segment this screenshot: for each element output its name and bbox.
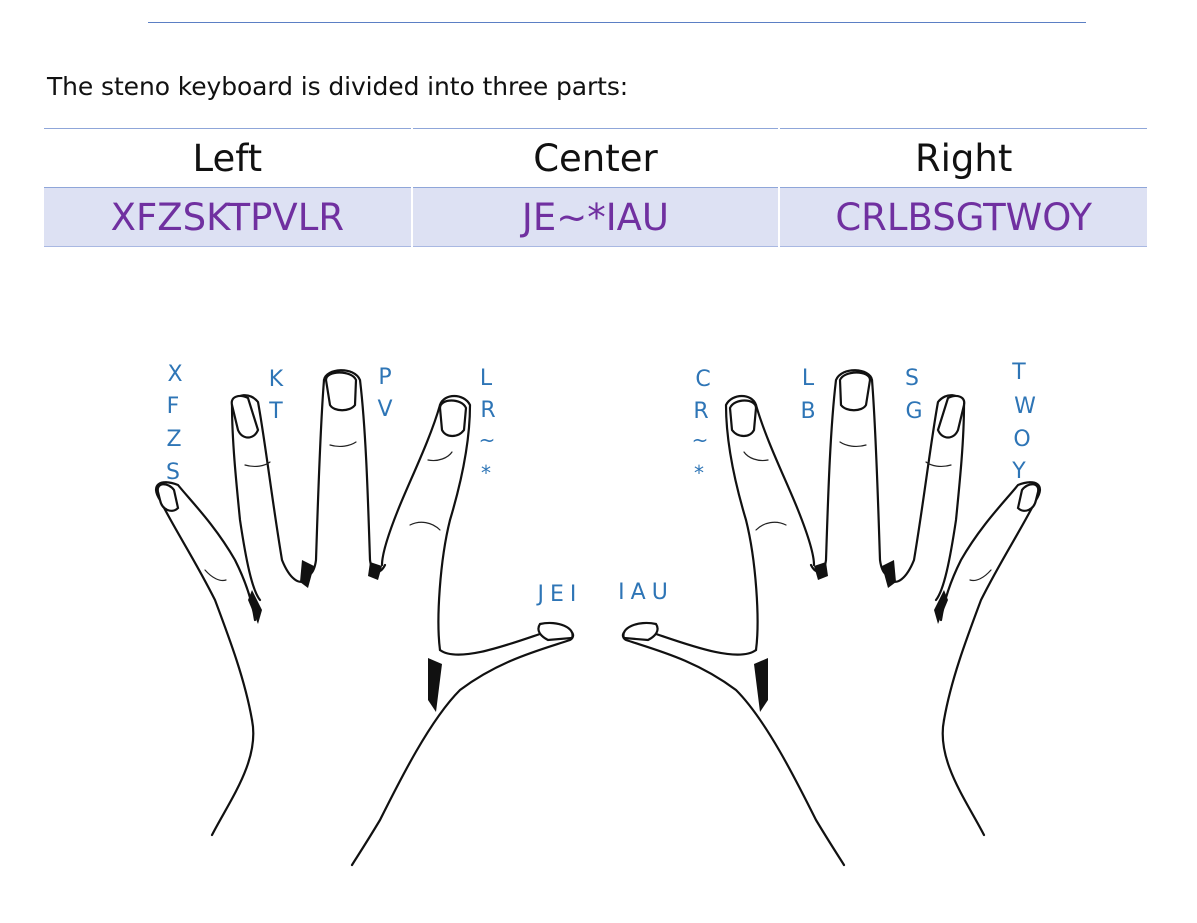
table-keys-row: XFZSKTPVLR JE~*IAU CRLBSGTWOY (44, 187, 1147, 247)
right-middle-letters: L B (800, 366, 815, 424)
left-index-letters: L R ~ * (479, 366, 496, 485)
top-divider (148, 22, 1086, 23)
right-pinky-letters: T W O Y (1011, 360, 1036, 484)
letter-b: B (800, 399, 815, 424)
letter-w: W (1014, 394, 1036, 419)
letter-p: P (378, 365, 391, 390)
letter-s: S (905, 366, 919, 391)
letter-l: L (802, 366, 815, 391)
center-keys: JE~*IAU (410, 187, 780, 247)
intro-text: The steno keyboard is divided into three… (47, 72, 629, 101)
letter-l: L (480, 366, 493, 391)
right-ring-letters: S G (905, 366, 923, 424)
header-left: Left (192, 136, 263, 180)
keyboard-parts-table: Left Center Right XFZSKTPVLR JE~*IAU CRL… (44, 128, 1147, 247)
letter-tilde: ~ (479, 428, 496, 452)
letter-t: T (1011, 360, 1026, 385)
left-pinky-letters: X F Z S (166, 362, 183, 485)
letter-z: Z (166, 427, 181, 452)
right-index-letters: C R ~ * (692, 367, 711, 485)
left-middle-letters: P V (377, 365, 392, 422)
header-right: Right (778, 128, 1147, 188)
hands-illustration: X F Z S K T P V L R ~ * JEI IAU C R ~ * … (154, 360, 1042, 867)
letter-s: S (166, 460, 180, 485)
left-keys: XFZSKTPVLR (110, 195, 345, 239)
right-thumb-letters: IAU (618, 580, 674, 605)
letter-asterisk: * (481, 461, 491, 485)
table-header-row: Left Center Right (44, 128, 1147, 188)
letter-asterisk: * (694, 461, 704, 485)
letter-t: T (268, 399, 283, 424)
right-keys: CRLBSGTWOY (778, 187, 1147, 247)
header-center: Center (410, 128, 780, 188)
letter-f: F (167, 394, 180, 419)
letter-v: V (377, 397, 392, 422)
letter-tilde: ~ (692, 428, 709, 452)
left-thumb-letters: JEI (536, 582, 583, 607)
letter-o: O (1013, 427, 1030, 452)
letter-x: X (167, 362, 182, 387)
left-ring-letters: K T (268, 367, 284, 424)
right-hand-drawing (621, 369, 1042, 867)
letter-r: R (693, 399, 708, 424)
left-hand-drawing (154, 369, 575, 867)
letter-c: C (695, 367, 710, 392)
letter-k: K (269, 367, 284, 392)
letter-g: G (905, 399, 922, 424)
letter-y: Y (1011, 459, 1026, 484)
letter-r: R (480, 398, 495, 423)
